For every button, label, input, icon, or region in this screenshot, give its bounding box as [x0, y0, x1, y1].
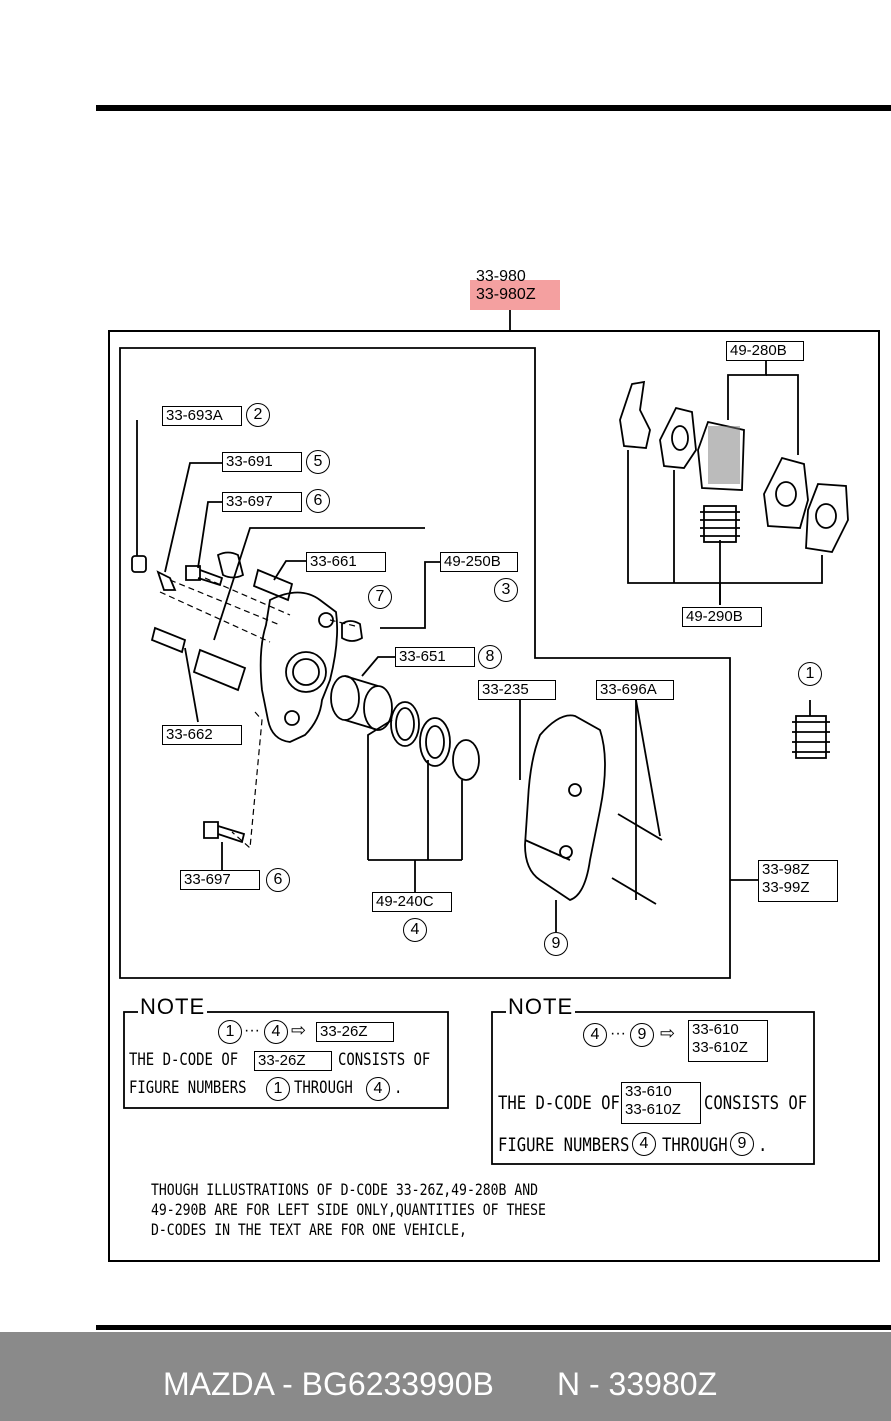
callout-49-280b[interactable]: 49-280B — [726, 341, 804, 361]
callout-33-661[interactable]: 33-661 — [306, 552, 386, 572]
callout-33-99z: 33-99Z — [762, 879, 810, 896]
callout-33-693a[interactable]: 33-693A — [162, 406, 242, 426]
note-left-line2-from: 1 — [266, 1077, 290, 1101]
note-left-range-from: 1 — [218, 1020, 242, 1044]
note-right-line1-code2: 33-610Z — [625, 1101, 681, 1118]
note-right-line2-a: FIGURE NUMBERS — [498, 1134, 630, 1156]
callout-33-691[interactable]: 33-691 — [222, 452, 302, 472]
note-right-range-from: 4 — [583, 1023, 607, 1047]
note-right-line1-code[interactable]: 33-610 33-610Z — [621, 1082, 701, 1124]
note-left-line2-to: 4 — [366, 1077, 390, 1101]
footer-brand-part: MAZDA - BG6233990B — [163, 1366, 494, 1402]
circled-number-2: 2 — [246, 403, 270, 427]
circled-number-9: 9 — [544, 932, 568, 956]
callout-33-697-top[interactable]: 33-697 — [222, 492, 302, 512]
bottom-note-line3: D-CODES IN THE TEXT ARE FOR ONE VEHICLE, — [151, 1220, 467, 1239]
note-left-line2-end: . — [394, 1078, 403, 1098]
note-left-line1-b: CONSISTS OF — [338, 1050, 431, 1070]
circled-number-3: 3 — [494, 578, 518, 602]
callout-33-98z: 33-98Z — [762, 861, 810, 878]
note-left-range-dots: ··· — [244, 1022, 260, 1039]
note-right-title: NOTE — [506, 994, 576, 1020]
main-code-highlight[interactable] — [470, 280, 560, 310]
callout-49-250b[interactable]: 49-250B — [440, 552, 518, 572]
callout-33-98z-33-99z[interactable]: 33-98Z 33-99Z — [758, 860, 838, 902]
top-rule — [96, 105, 891, 111]
note-right-line2-from: 4 — [632, 1132, 656, 1156]
note-right-code2: 33-610Z — [692, 1039, 748, 1056]
callout-33-235[interactable]: 33-235 — [478, 680, 556, 700]
callout-33-651[interactable]: 33-651 — [395, 647, 475, 667]
note-right-line1-code1: 33-610 — [625, 1083, 672, 1100]
note-left-code[interactable]: 33-26Z — [316, 1022, 394, 1042]
note-left-title: NOTE — [138, 994, 208, 1020]
footer-number: N - 33980Z — [557, 1366, 718, 1402]
callout-49-240c[interactable]: 49-240C — [372, 892, 452, 912]
bottom-note-line2: 49-290B ARE FOR LEFT SIDE ONLY,QUANTITIE… — [151, 1200, 546, 1219]
note-left-line2-a: FIGURE NUMBERS — [129, 1078, 247, 1098]
note-right-range-dots: ··· — [610, 1025, 626, 1042]
bottom-note-line1: THOUGH ILLUSTRATIONS OF D-CODE 33-26Z,49… — [151, 1180, 539, 1199]
circled-number-6-top: 6 — [306, 489, 330, 513]
note-left-arrow-icon: ⇨ — [291, 1020, 307, 1040]
footer-bar — [0, 1332, 891, 1421]
note-right-arrow-icon: ⇨ — [660, 1023, 676, 1043]
note-right-code1: 33-610 — [692, 1021, 739, 1038]
main-code-line2: 33-980Z — [476, 286, 536, 303]
callout-49-290b[interactable]: 49-290B — [682, 607, 762, 627]
callout-33-662[interactable]: 33-662 — [162, 725, 242, 745]
main-code-line1: 33-980 — [476, 268, 526, 285]
main-code-label[interactable]: 33-980 33-980Z — [476, 268, 536, 304]
note-right-line1-a: THE D-CODE OF — [498, 1092, 620, 1114]
note-right-line2-end: . — [758, 1134, 768, 1156]
bottom-rule — [96, 1325, 891, 1330]
note-right-line2-b: THROUGH — [662, 1134, 728, 1156]
note-left-line2-b: THROUGH — [294, 1078, 353, 1098]
note-right-line2-to: 9 — [730, 1132, 754, 1156]
callout-33-696a[interactable]: 33-696A — [596, 680, 674, 700]
circled-number-6-bottom: 6 — [266, 868, 290, 892]
note-right-line1-b: CONSISTS OF — [704, 1092, 808, 1114]
callout-33-697-bottom[interactable]: 33-697 — [180, 870, 260, 890]
circled-number-7: 7 — [368, 585, 392, 609]
note-left-range-to: 4 — [264, 1020, 288, 1044]
outer-frame — [108, 330, 880, 1262]
note-right-code[interactable]: 33-610 33-610Z — [688, 1020, 768, 1062]
circled-number-4: 4 — [403, 918, 427, 942]
note-left-line1-code[interactable]: 33-26Z — [254, 1051, 332, 1071]
circled-number-1: 1 — [798, 662, 822, 686]
circled-number-5: 5 — [306, 450, 330, 474]
note-right-range-to: 9 — [630, 1023, 654, 1047]
circled-number-8: 8 — [478, 645, 502, 669]
note-left-line1-a: THE D-CODE OF — [129, 1050, 239, 1070]
